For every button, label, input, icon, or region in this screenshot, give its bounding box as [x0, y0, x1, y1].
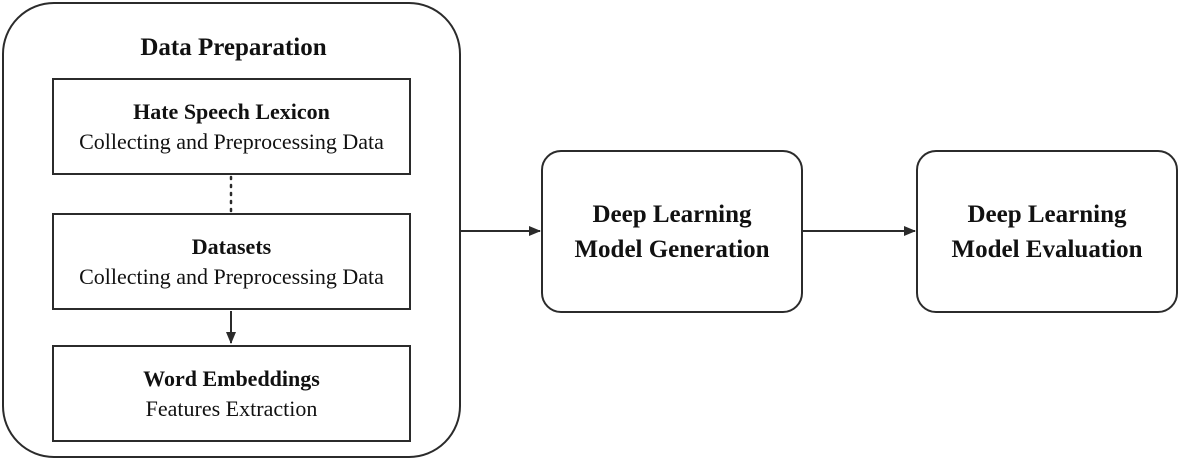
hate-speech-lexicon-title: Hate Speech Lexicon [133, 98, 330, 124]
hate-speech-lexicon-box: Hate Speech Lexicon Collecting and Prepr… [52, 78, 411, 175]
datasets-description: Collecting and Preprocessing Data [79, 263, 384, 289]
word-embeddings-title: Word Embeddings [143, 365, 320, 391]
model-generation-title: Deep Learning Model Generation [574, 200, 770, 263]
hate-speech-lexicon-description: Collecting and Preprocessing Data [79, 128, 384, 154]
model-evaluation-box: Deep Learning Model Evaluation [916, 150, 1178, 313]
datasets-box: Datasets Collecting and Preprocessing Da… [52, 213, 411, 310]
datasets-title: Datasets [191, 233, 272, 259]
word-embeddings-description: Features Extraction [145, 395, 318, 421]
data-preparation-title: Data Preparation [140, 34, 327, 61]
model-evaluation-title: Deep Learning Model Evaluation [951, 200, 1143, 263]
model-generation-box: Deep Learning Model Generation [541, 150, 803, 313]
word-embeddings-box: Word Embeddings Features Extraction [52, 345, 411, 442]
